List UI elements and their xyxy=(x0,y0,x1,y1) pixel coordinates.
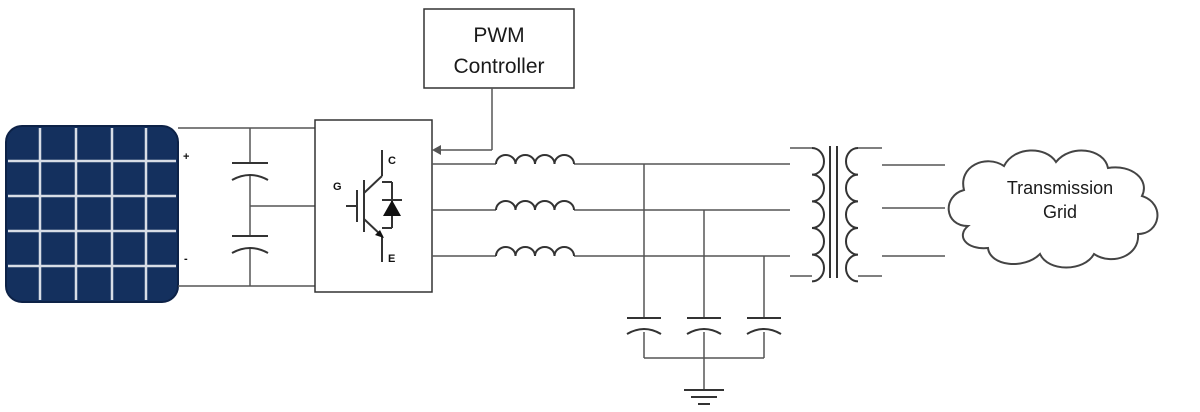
inductor-icon xyxy=(495,154,575,165)
collector-pin-label: C xyxy=(388,155,396,167)
grid-label-line2: Grid xyxy=(1043,202,1077,222)
inductor-icon xyxy=(495,200,575,211)
igbt-transistor-icon xyxy=(346,150,393,262)
ground-icon xyxy=(684,389,724,405)
phase-lines xyxy=(432,163,790,257)
inverter-box xyxy=(314,119,433,293)
transformer-icon xyxy=(790,146,882,283)
pwm-controller-box xyxy=(423,8,575,89)
grid-label-line1: Transmission xyxy=(1007,178,1113,198)
filter-capacitor-branches xyxy=(643,164,765,390)
inductor-icon xyxy=(495,246,575,257)
filter-capacitor-1 xyxy=(626,317,662,335)
diode-icon xyxy=(382,199,402,216)
pwm-signal-arrow xyxy=(432,88,493,155)
emitter-pin-label: E xyxy=(388,253,395,265)
plus-terminal-label: + xyxy=(183,151,189,163)
grid-connection-lines xyxy=(882,164,945,257)
minus-terminal-label: - xyxy=(184,253,188,265)
pwm-controller-label-line1: PWM xyxy=(473,24,524,47)
dc-capacitor-lower xyxy=(231,235,269,254)
dc-bus-wires xyxy=(178,127,315,287)
dc-capacitor-upper xyxy=(231,162,269,181)
filter-capacitor-2 xyxy=(686,317,722,335)
solar-panel-icon xyxy=(5,125,179,303)
pwm-controller-label-line2: Controller xyxy=(453,55,544,78)
gate-pin-label: G xyxy=(333,181,342,193)
cloud-icon xyxy=(947,149,1159,269)
filter-capacitor-3 xyxy=(746,317,782,335)
